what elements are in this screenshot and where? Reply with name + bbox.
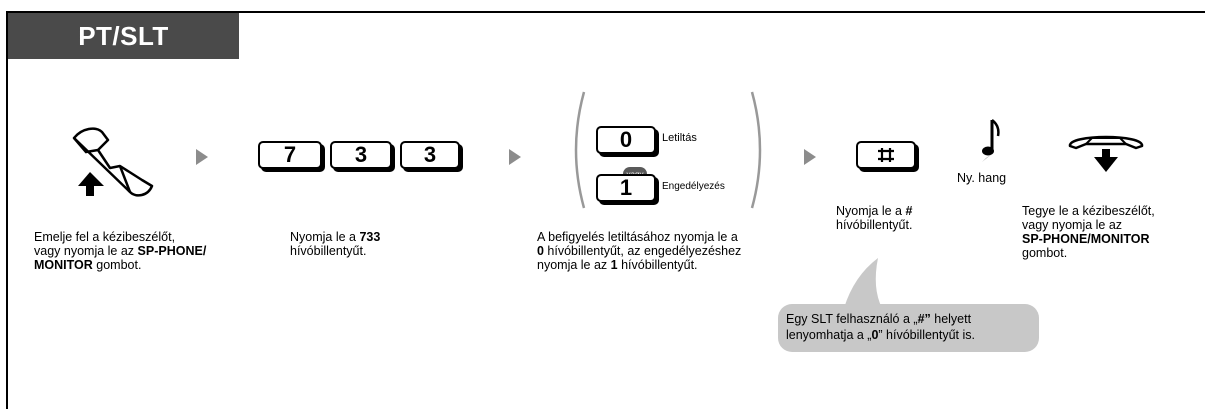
step-lift-description: Emelje fel a kézibeszélőt, vagy nyomja l… (34, 230, 207, 272)
frame-top-border (6, 11, 1205, 13)
music-note-icon (982, 119, 1000, 162)
step-hash-description: Nyomja le a # hívóbillentyűt. (836, 204, 913, 232)
hash-icon (878, 148, 894, 162)
key-1: 1 (596, 174, 656, 202)
disable-label: Letiltás (662, 132, 697, 144)
key-3: 3 (400, 141, 460, 169)
step-arrow (196, 149, 208, 165)
step-hangup-description: Tegye le a kézibeszélőt, vagy nyomja le … (1022, 204, 1155, 260)
frame-left-border (6, 11, 8, 409)
on-hook-handset-icon (1068, 135, 1144, 172)
open-bracket (574, 91, 586, 209)
section-header: PT/SLT (8, 13, 239, 59)
key-7: 7 (258, 141, 322, 169)
callout-pointer (844, 258, 882, 308)
step-arrow (509, 149, 521, 165)
tone-label: Ny. hang (957, 171, 1007, 185)
step-dial-description: Nyomja le a 733 hívóbillentyűt. (290, 230, 381, 258)
key-3: 3 (330, 141, 392, 169)
step-arrow (804, 149, 816, 165)
key-0: 0 (596, 126, 656, 154)
section-title: PT/SLT (78, 20, 169, 51)
slt-note-callout: Egy SLT felhasználó a „#” helyett lenyom… (778, 304, 1039, 352)
key-hash (856, 141, 916, 169)
step-choice-description: A befigyelés letiltásához nyomja le a 0 … (537, 230, 742, 272)
close-bracket (750, 91, 762, 209)
enable-label: Engedélyezés (662, 181, 725, 192)
off-hook-handset-icon (72, 127, 154, 197)
